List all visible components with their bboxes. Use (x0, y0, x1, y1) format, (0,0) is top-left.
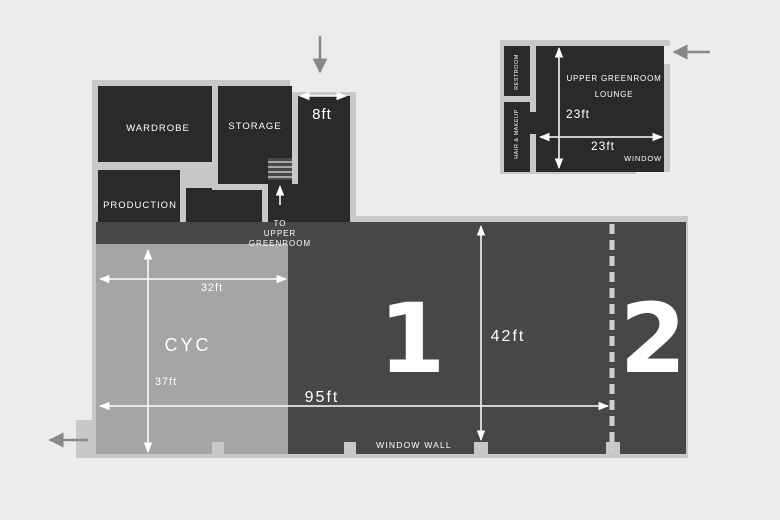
stairwell (292, 96, 350, 222)
stage-number-2: 2 (620, 283, 687, 395)
interior-wall (530, 46, 536, 172)
room-label-production: PRODUCTION (103, 200, 177, 211)
dim-label-lounge-height: 23ft (566, 107, 590, 121)
stage-number-1: 1 (379, 283, 446, 395)
interior-wall (180, 162, 186, 222)
interior-wall (98, 162, 188, 168)
dim-label-stair-width: 8ft (312, 106, 332, 123)
window-label: WINDOW (624, 154, 662, 163)
interior-wall (212, 184, 268, 190)
wall-notch (474, 442, 488, 456)
interior-wall (262, 184, 268, 222)
wardrobe-room (98, 86, 212, 162)
wall-notch (212, 442, 224, 456)
room-label-lounge-line1: UPPER GREENROOM (566, 74, 661, 83)
interior-wall (292, 92, 298, 184)
hallway (180, 188, 266, 222)
room-label-cyc: CYC (164, 335, 211, 355)
entry-gap (664, 46, 670, 64)
stair-landing (266, 184, 296, 222)
window-wall-label: WINDOW WALL (376, 440, 452, 450)
room-label-lounge-line2: LOUNGE (595, 90, 634, 99)
corridor (96, 222, 288, 244)
interior-wall (504, 96, 536, 102)
dim-label-cyc-depth: 37ft (155, 376, 177, 388)
interior-wall (212, 86, 218, 188)
dim-label-cyc-width: 32ft (201, 282, 223, 294)
room-label-restroom: RESTROOM (514, 54, 520, 90)
window-gap (636, 172, 670, 178)
dim-label-stage-depth: 42ft (491, 328, 526, 345)
stairs-label-line3: GREENROOM (249, 239, 311, 248)
room-label-storage: STORAGE (228, 121, 281, 132)
stairs-icon (268, 158, 292, 180)
dim-label-total-width: 95ft (305, 389, 340, 406)
stairs-label-line2: UPPER (264, 229, 297, 238)
room-label-hair-makeup: HAIR & MAKEUP (514, 109, 520, 159)
exit-wall-stub (76, 420, 96, 426)
dim-label-lounge-width: 23ft (591, 139, 615, 153)
door-gap (536, 58, 542, 66)
stairs-label-line1: TO (274, 219, 287, 228)
room-label-wardrobe: WARDROBE (126, 123, 190, 134)
door-gap (530, 112, 536, 134)
wall-notch (344, 442, 356, 456)
production-room (98, 170, 180, 222)
